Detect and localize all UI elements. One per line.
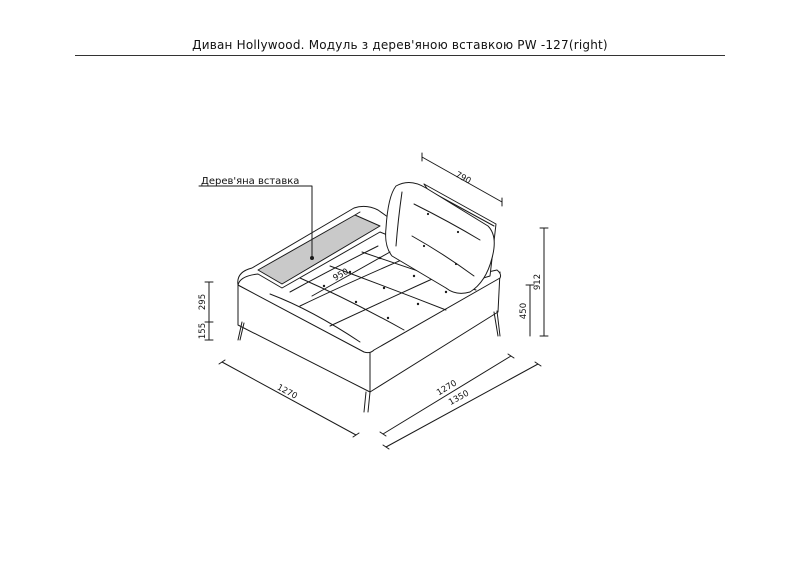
title-rule <box>75 55 725 56</box>
dim-line-155 <box>204 321 214 341</box>
dim-line-450 <box>525 284 535 337</box>
armrest-edge <box>237 205 393 286</box>
dim-912: 912 <box>533 274 543 290</box>
quilt-line <box>299 277 405 331</box>
leg-right <box>493 310 501 337</box>
drawing-title: Диван Hollywood. Модуль з дерев'яною вст… <box>192 38 608 52</box>
callout-label: Дерев'яна вставка <box>201 176 299 187</box>
quilt-line <box>289 245 379 293</box>
dim-left-1270: 1270 <box>275 383 299 402</box>
dim-155: 155 <box>198 323 208 339</box>
dim-line-912 <box>539 227 549 337</box>
backrest-cushion <box>385 182 495 294</box>
wooden-insert <box>257 214 381 285</box>
dim-line-1350 <box>382 361 542 450</box>
leg-front <box>363 391 371 413</box>
quilt-line <box>329 265 447 311</box>
dim-line-left-1270 <box>218 359 360 438</box>
dim-450: 450 <box>519 303 529 319</box>
dim-line-790 <box>421 152 503 207</box>
dim-line-295 <box>204 281 214 323</box>
dim-line-front-1270 <box>379 353 515 437</box>
dim-295: 295 <box>198 294 208 310</box>
leg-left <box>237 321 245 341</box>
quilt-line <box>269 293 361 343</box>
callout-leader <box>198 185 313 259</box>
dim-line-950 <box>311 251 391 297</box>
